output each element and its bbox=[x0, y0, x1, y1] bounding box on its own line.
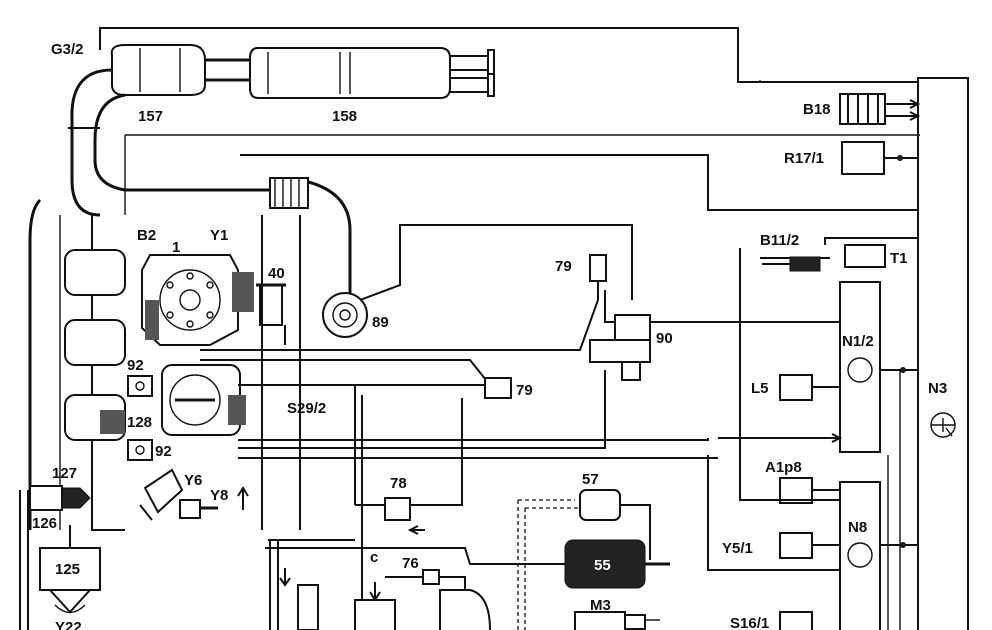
catalytic-converter-157 bbox=[110, 44, 258, 96]
label-158: 158 bbox=[332, 108, 357, 125]
label-y6: Y6 bbox=[184, 472, 202, 489]
b18-sensor bbox=[839, 93, 921, 125]
label-b11-2: B11/2 bbox=[760, 232, 799, 249]
fuel-pump-55 bbox=[265, 539, 670, 589]
label-125: 125 bbox=[55, 561, 80, 578]
component-126 bbox=[29, 485, 63, 511]
check-valve-78 bbox=[355, 497, 440, 521]
wire-g3-2 bbox=[99, 27, 918, 83]
component-127 bbox=[61, 487, 91, 509]
temp-sensor-79-lower bbox=[440, 377, 512, 506]
valve-y8 bbox=[179, 499, 218, 519]
label-76: 76 bbox=[402, 555, 419, 572]
pressure-regulator-57 bbox=[579, 489, 651, 560]
a1p8-indicator bbox=[779, 477, 813, 504]
vacuum-element-89 bbox=[322, 292, 368, 338]
label-92-lower: 92 bbox=[155, 443, 172, 460]
label-1: 1 bbox=[172, 239, 180, 256]
label-127: 127 bbox=[52, 465, 77, 482]
label-n8: N8 bbox=[848, 519, 867, 536]
fuel-filter bbox=[354, 599, 396, 630]
l5-sensor bbox=[779, 374, 813, 401]
label-c: c bbox=[370, 549, 378, 566]
label-s16-1: S16/1 bbox=[730, 615, 769, 630]
label-m3: M3 bbox=[590, 597, 611, 614]
label-y1: Y1 bbox=[210, 227, 228, 244]
label-89: 89 bbox=[372, 314, 389, 331]
label-y8: Y8 bbox=[210, 487, 228, 504]
n1-2-control-module bbox=[839, 281, 881, 453]
label-55: 55 bbox=[594, 557, 611, 574]
label-l5: L5 bbox=[751, 380, 769, 397]
label-a1p8: A1p8 bbox=[765, 459, 802, 476]
intake-hose-clamp bbox=[269, 177, 309, 209]
label-79-upper: 79 bbox=[555, 258, 572, 275]
valve-y6 bbox=[139, 468, 184, 521]
label-126: 126 bbox=[32, 515, 57, 532]
motor-m3 bbox=[574, 611, 660, 630]
connector-92-upper bbox=[127, 375, 153, 397]
label-s29-2: S29/2 bbox=[287, 400, 326, 417]
n3-control-unit-bar bbox=[917, 77, 969, 630]
label-79-lower: 79 bbox=[516, 382, 533, 399]
muffler-158 bbox=[249, 47, 495, 99]
label-57: 57 bbox=[582, 471, 599, 488]
label-n3: N3 bbox=[928, 380, 947, 397]
temp-sensor-79-upper bbox=[589, 254, 607, 300]
component-128 bbox=[100, 410, 125, 434]
label-b18: B18 bbox=[803, 101, 831, 118]
label-b2: B2 bbox=[137, 227, 156, 244]
s16-1-switch bbox=[779, 611, 813, 630]
connector-92-lower bbox=[127, 439, 153, 461]
y5-1-valve bbox=[779, 532, 813, 559]
label-40: 40 bbox=[268, 265, 285, 282]
r17-1-sensor bbox=[841, 141, 918, 175]
label-r17-1: R17/1 bbox=[784, 150, 824, 167]
label-90: 90 bbox=[656, 330, 673, 347]
label-78: 78 bbox=[390, 475, 407, 492]
fuel-accumulator-40 bbox=[256, 283, 286, 345]
label-92-upper: 92 bbox=[127, 357, 144, 374]
label-128: 128 bbox=[127, 414, 152, 431]
component-125 bbox=[39, 547, 101, 614]
b11-2-sensor bbox=[762, 256, 821, 272]
t1-component bbox=[844, 244, 886, 268]
air-flow-sensor-b2 bbox=[141, 254, 254, 346]
label-t1: T1 bbox=[890, 250, 908, 267]
label-157: 157 bbox=[138, 108, 163, 125]
label-g3-2: G3/2 bbox=[51, 41, 84, 58]
exhaust-pipe bbox=[70, 68, 113, 217]
control-valve-90 bbox=[589, 314, 651, 381]
throttle-housing bbox=[161, 364, 246, 436]
label-y22: Y22 bbox=[55, 619, 82, 630]
label-y5-1: Y5/1 bbox=[722, 540, 753, 557]
label-n1-2: N1/2 bbox=[842, 333, 874, 350]
n8-control-module bbox=[839, 481, 881, 630]
